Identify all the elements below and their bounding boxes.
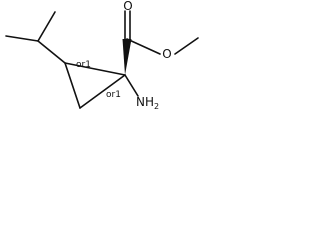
stereo-label-upper: or1 <box>76 60 91 70</box>
bond-o-methyl <box>174 37 199 55</box>
bond-ring-top <box>64 62 126 76</box>
amine-label: NH2 <box>136 95 159 111</box>
bond-isopropyl-to-ring <box>37 40 66 64</box>
bond-ester-co <box>126 38 161 55</box>
structure-canvas: O O NH2 or1 or1 <box>0 0 206 124</box>
molecule-drawing: O O NH2 or1 or1 <box>5 0 199 111</box>
carbonyl-oxygen-label: O <box>123 0 132 13</box>
amine-nh: NH <box>136 95 154 109</box>
bond-layer <box>5 10 199 109</box>
bond-methyl-top <box>37 11 56 42</box>
stereo-label-lower: or1 <box>106 90 121 100</box>
bond-amine <box>124 74 139 97</box>
bond-ring-left <box>64 62 81 109</box>
bond-methyl-left <box>5 35 39 42</box>
amine-subscript: 2 <box>154 102 159 111</box>
bond-ring-bottom <box>79 74 126 109</box>
ester-oxygen-label: O <box>162 47 171 61</box>
wedge-bond-carboxyl <box>122 39 132 75</box>
